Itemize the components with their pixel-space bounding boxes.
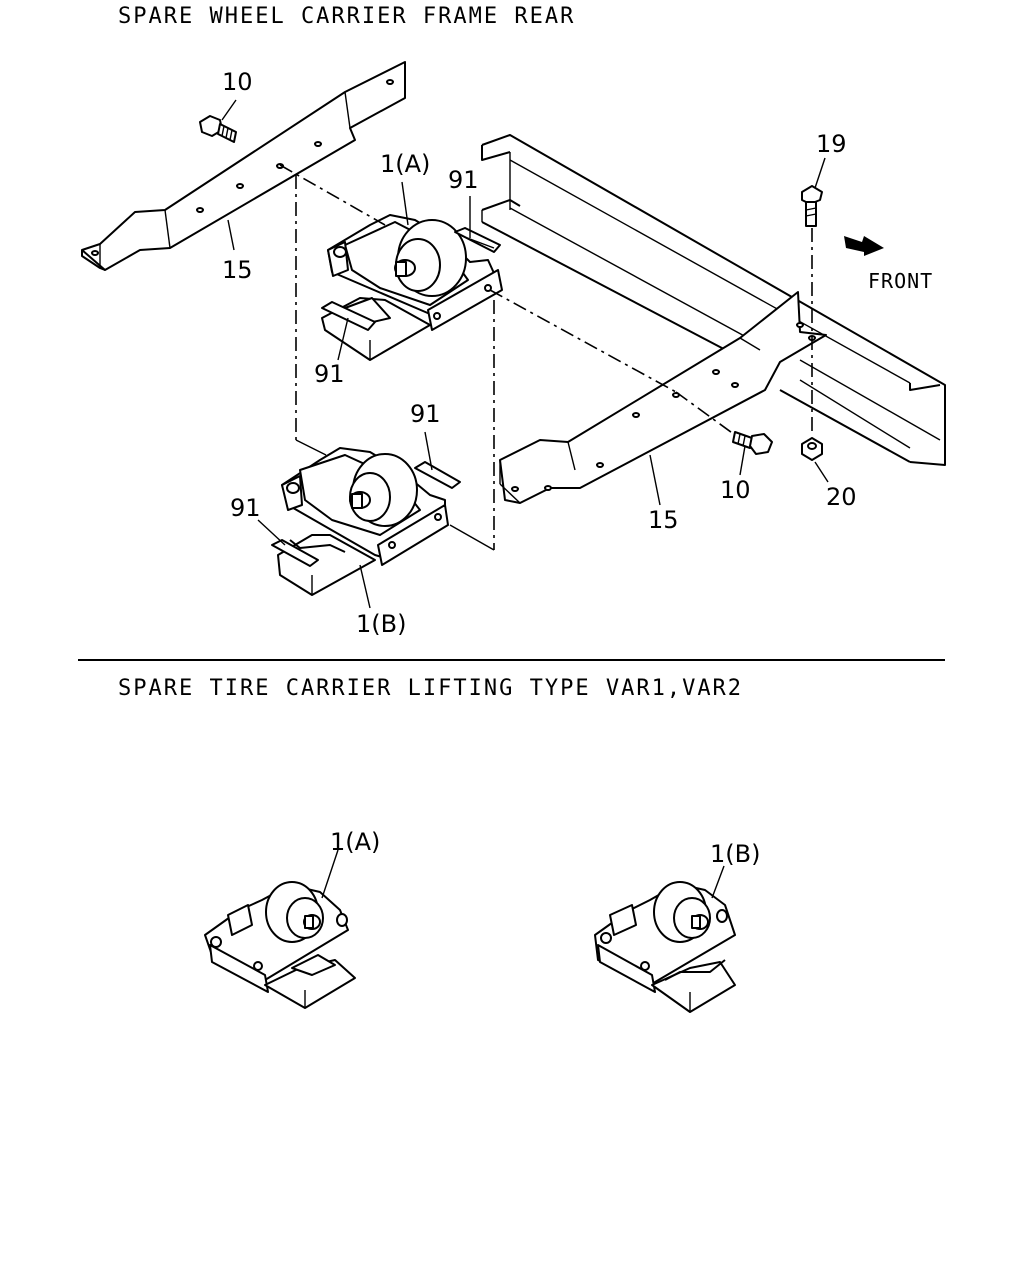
- frame-rail: [481, 134, 946, 466]
- clip-b-left: [271, 539, 319, 567]
- assembly-lines: [279, 164, 813, 551]
- callout-clip-91-a-right: 91: [448, 166, 479, 194]
- section-title-lifting-type: SPARE TIRE CARRIER LIFTING TYPE VAR1,VAR…: [118, 676, 744, 701]
- clip-b-right: [414, 461, 461, 489]
- nut: [801, 437, 823, 461]
- carrier-b-upper: [277, 447, 449, 596]
- callout-carrier-1a-variant: 1(A): [330, 828, 380, 856]
- bolt-right: [732, 431, 773, 455]
- clip-a-right: [454, 227, 501, 253]
- front-arrow-icon: [844, 236, 884, 256]
- callout-bracket-15-left: 15: [222, 256, 253, 284]
- cross-bracket-left: [81, 61, 406, 271]
- callout-bolt-10-left: 10: [222, 68, 253, 96]
- callout-clip-91-b-left: 91: [230, 494, 261, 522]
- callout-clip-91-b-right: 91: [410, 400, 441, 428]
- callout-carrier-1b-variant: 1(B): [710, 840, 760, 868]
- clip-a-left: [321, 301, 376, 331]
- callout-carrier-1a: 1(A): [380, 150, 430, 178]
- bolt-left: [199, 115, 237, 143]
- callout-carrier-1b: 1(B): [356, 610, 406, 638]
- leader-lines: [221, 99, 829, 609]
- callout-bracket-15-right: 15: [648, 506, 679, 534]
- carrier-b-variant: [594, 865, 736, 1013]
- carrier-a-variant: [204, 849, 356, 1009]
- callout-nut-20: 20: [826, 483, 857, 511]
- callout-bolt-10-right: 10: [720, 476, 751, 504]
- callout-clip-91-a-left: 91: [314, 360, 345, 388]
- cross-bracket-right: [499, 291, 827, 504]
- front-label: FRONT: [868, 269, 933, 293]
- callout-bolt-19: 19: [816, 130, 847, 158]
- section-title-frame-rear: SPARE WHEEL CARRIER FRAME REAR: [118, 4, 576, 29]
- bolt-vertical: [801, 185, 823, 227]
